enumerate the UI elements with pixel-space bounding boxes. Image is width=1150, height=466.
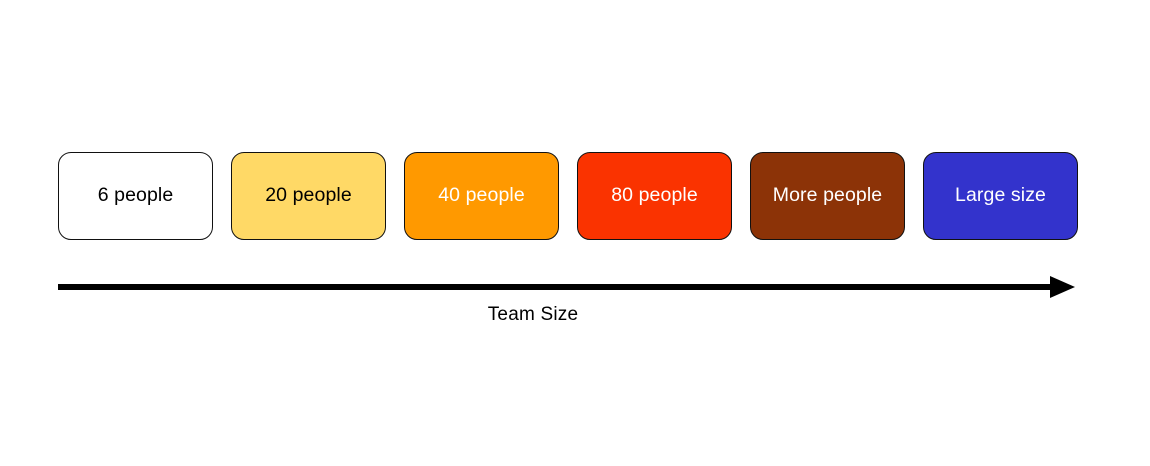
right-arrow-icon: [58, 276, 1075, 298]
stage-box-2-label: 20 people: [265, 184, 352, 207]
axis-caption: Team Size: [487, 304, 579, 325]
stage-box-4-label: 80 people: [611, 184, 698, 207]
stage-box-4[interactable]: 80 people: [577, 152, 732, 240]
stage-box-3-label: 40 people: [438, 184, 525, 207]
stage-box-6[interactable]: Large size: [923, 152, 1078, 240]
stage-box-1[interactable]: 6 people: [58, 152, 213, 240]
stage-box-1-label: 6 people: [97, 184, 174, 207]
axis-arrow-container: [58, 272, 1076, 302]
stage-box-2[interactable]: 20 people: [231, 152, 386, 240]
stage-sequence: 6 people 20 people 40 people 80 people M…: [58, 152, 1078, 240]
stage-box-3[interactable]: 40 people: [404, 152, 559, 240]
stage-box-5-label: More people: [772, 184, 883, 207]
stage-box-5[interactable]: More people: [750, 152, 905, 240]
stage-box-6-label: Large size: [955, 184, 1046, 207]
